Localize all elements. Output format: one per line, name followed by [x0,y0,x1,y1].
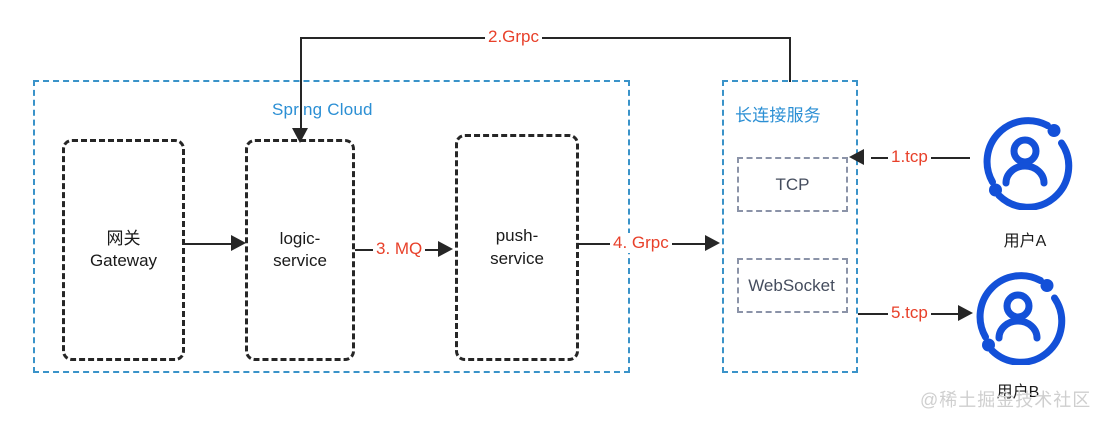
service-box-push-service[interactable]: push- service [455,134,579,361]
connector-gateway-to-logic [184,243,232,245]
zone-long-connection-service-title: 长连接服务 [735,106,821,125]
arrowhead-gateway-to-logic [231,235,246,251]
user-circle-icon [983,117,1073,211]
user-label-a: 用户A [1003,233,1047,250]
arrowhead-grpc4 [705,235,720,251]
connector-grpc2-vertical-left [300,37,302,137]
avatar-user-a [975,110,1075,211]
connector-grpc2-vertical-right [789,37,791,82]
avatar-user-b [968,265,1068,366]
zone-spring-cloud [33,80,630,373]
zone-spring-cloud-title: Spring Cloud [272,100,373,119]
connector-grpc2-horizontal [300,37,791,39]
watermark: @稀土掘金技术社区 [920,390,1092,410]
service-box-gateway[interactable]: 网关 Gateway [62,139,185,361]
protocol-box-websocket[interactable]: WebSocket [737,258,848,313]
service-label-push-service: push- service [490,226,544,268]
protocol-label-tcp: TCP [775,174,810,194]
user-label-b: 用户B [996,384,1040,401]
service-label-gateway: 网关 Gateway [89,228,158,270]
service-label-logic-service: logic- service [273,228,327,270]
user-circle-icon [976,272,1066,366]
arrowhead-tcp5 [958,305,973,321]
service-box-logic-service[interactable]: logic- service [245,139,355,361]
arrowhead-tcp1 [849,149,864,165]
step-label-5-tcp: 5.tcp [888,303,931,323]
protocol-box-tcp[interactable]: TCP [737,157,848,212]
step-label-1-tcp: 1.tcp [888,147,931,167]
step-label-3-mq: 3. MQ [373,239,426,259]
arrowhead-grpc2 [292,128,308,143]
arrowhead-mq [438,241,453,257]
protocol-label-websocket: WebSocket [748,275,835,295]
step-label-4-grpc: 4. Grpc [610,233,672,253]
step-label-2-grpc: 2.Grpc [485,27,543,47]
